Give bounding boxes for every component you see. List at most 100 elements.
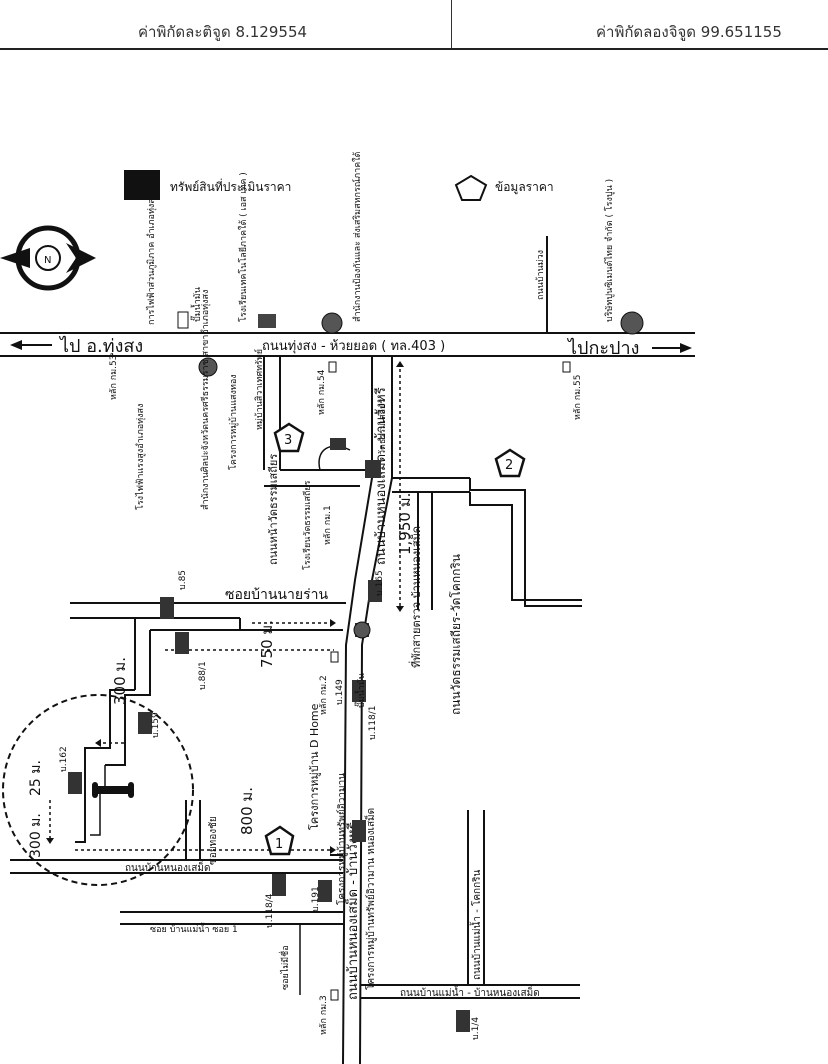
road-nongsamet-left: [10, 859, 343, 874]
km3-label: หลัก กม.3: [319, 995, 329, 1035]
landmark-logos: [198, 311, 644, 639]
house-b118-4-label: บ.118/4: [265, 893, 275, 928]
house-icon: [352, 680, 366, 702]
house-icon: [352, 820, 366, 842]
road-ban-muang-label: ถนนบ้านม่วง: [535, 250, 546, 300]
house-icon: [330, 438, 346, 450]
subject-property: [92, 782, 134, 798]
svg-text:2: 2: [505, 458, 513, 473]
km54-label: หลัก กม.54: [317, 369, 327, 415]
arrow-icon: [330, 846, 336, 854]
logo-icon: [620, 311, 644, 335]
house-icon: [160, 597, 174, 619]
soi-nairan: [70, 602, 346, 690]
logo-icon: [321, 312, 343, 334]
price-point-1: 1: [264, 825, 295, 856]
longitude-label: ค่าพิกัดลองจิจูด 99.651155: [596, 23, 782, 41]
price-point-3: 3: [273, 422, 305, 453]
km-marker-55: [562, 361, 571, 373]
property-legend-swatch: [124, 170, 160, 200]
km2-label: หลัก กม.2: [319, 675, 329, 715]
soi-nairan-label: ซอยบ้านนายร่าน: [225, 587, 328, 603]
house-b191-label: บ.191: [311, 886, 321, 912]
arrow-icon: [396, 361, 404, 367]
road-maenam-nongsamet: [360, 984, 580, 999]
soi-ban-maenam-label: ซอย บ้านแม่น้ำ ซอย 1: [150, 922, 238, 935]
km1-label: หลัก กม.1: [323, 505, 333, 545]
school-building-icon: [258, 314, 276, 328]
village-mall-label: หมู่บ้านสิวาเทศทรัพย์: [253, 349, 265, 430]
km-marker-3: [330, 989, 339, 1001]
house-icon: [368, 580, 382, 602]
road-wat-nonghin-label: ถนนหน้าวัดธรรมเสถียร: [267, 454, 280, 565]
property-area-circle: [2, 694, 194, 886]
temple-office-label: สำนักงานศิลปะจังหวัดนครศรีธรรมราช สาขาอำ…: [200, 290, 211, 510]
rest-area-label: ที่พักสายตรวจ บ้านหนองเสม็ด: [408, 526, 423, 668]
village-3-label: โครงการหมู่บ้านทรัพย์อิวามาน: [335, 773, 348, 905]
house-b162-label: บ.162: [59, 746, 69, 772]
road-wat-kokkrin: [392, 477, 582, 610]
price-legend-label: ข้อมูลราคา: [495, 180, 554, 195]
distance-300m-bottom: 300 ม.: [28, 813, 44, 858]
to-thungsong-label: ไป อ.ทุ่งสง: [58, 335, 143, 357]
pea-label: การไฟฟ้าส่วนภูมิภาค อำเภอทุ่งสง: [146, 194, 157, 325]
road-maenam-nongsamet-label: ถนนบ้านแม่น้ำ - บ้านหนองเสม็ด: [400, 985, 540, 999]
property-legend-label: ทรัพย์สินที่ประเมินราคา: [170, 178, 291, 194]
road-wat-kokkrin-label: ถนนวัดธรรมเสถียร-วัดโคกกริน: [449, 554, 463, 715]
distance-300m-top: 300 ม.: [111, 657, 129, 705]
km-marker-2: [330, 651, 339, 663]
house-icon: [272, 874, 286, 896]
distance-1950m: 1,950 ม.: [396, 493, 414, 555]
header-divider: [451, 0, 452, 48]
distance-25m: 25 ม.: [28, 760, 44, 796]
distance-750m: 750 ม.: [258, 620, 276, 668]
road-maenam-kokkrin: [467, 810, 485, 985]
arrow-icon: [396, 606, 404, 612]
svg-text:1: 1: [275, 837, 283, 852]
km53-label: หลัก กม.53: [109, 355, 119, 400]
school-tech-label: โรงเรียนเทคโนโลยีภาคใต้ ( เอส เทค ): [238, 172, 249, 322]
km55-label: หลัก กม.55: [573, 375, 583, 420]
arrow-icon: [95, 739, 101, 747]
house-b88-label: บ.88/1: [198, 661, 208, 690]
house-icon: [68, 772, 82, 794]
distance-800m: 800 ม.: [238, 787, 256, 835]
logo-icon: [353, 621, 371, 639]
arrow-icon: [330, 619, 336, 627]
svg-text:3: 3: [284, 433, 292, 448]
house-icon: [138, 712, 152, 734]
soi-thongchai-label: ซอยทองชัย: [208, 816, 219, 865]
house-b1-4-label: บ.1/4: [471, 1017, 481, 1040]
arrow-icon: [46, 838, 54, 844]
house-b85-label: บ.85: [178, 570, 188, 590]
main-highway: [0, 332, 695, 357]
to-kapang-label: ไปกะปาง: [566, 337, 639, 359]
soi-ban-maenam: [120, 911, 343, 925]
house-icon: [175, 632, 189, 654]
house-b149-label: บ.149: [335, 679, 345, 705]
price-pentagon-icon: [454, 174, 488, 201]
temple-label: วัดธรรมเสถียร: [377, 399, 388, 455]
house-b118-1-label: บ.118/1: [368, 705, 378, 740]
office-coop-label: สำนักงานป้องกันและ ส่งเสริมสหกรณ์ภาคใต้: [351, 151, 363, 322]
latitude-label: ค่าพิกัดละติจูด 8.129554: [138, 23, 308, 41]
cement-label: บริษัทปูนซิเมนต์ไทย จำกัด ( โรงปูน ): [603, 179, 615, 322]
compass-icon: N: [0, 225, 96, 291]
village-project-label: โครงการหมู่บ้านแสงทอง: [228, 374, 239, 470]
house-b165-label: บ.165: [375, 570, 385, 596]
temple-icon: [365, 460, 381, 478]
gas2-label: ปั๊มน้ำมัน: [354, 673, 367, 708]
hospital-label: โรงไฟฟ้าแรงสูงอำเภอทุ่งสง: [135, 404, 146, 510]
logo-icon: [198, 357, 218, 377]
house-b159-label: บ.159: [151, 712, 161, 738]
km-marker-54: [328, 361, 337, 373]
road-nongsamet-wangri-label-lower: ถนนบ้านหนองเสม็ด - บ้านวังหรี: [343, 822, 361, 1000]
main-road-label: ถนนทุ่งสง - ห้วยยอด ( ทล.403 ): [262, 339, 445, 354]
road-maenam-kokkrin-label: ถนนบ้านแม่น้ำ - โคกกริน: [469, 869, 483, 980]
house-icon: [318, 880, 332, 902]
school-wat-label: โรงเรียนวัดธรรมเสถียร: [302, 480, 313, 570]
soi-no-name-label: ซอยไม่มีชื่อ: [278, 945, 291, 990]
dhome-label: โครงการหมู่บ้าน D Home: [307, 703, 321, 830]
flag-icon: [177, 311, 189, 329]
